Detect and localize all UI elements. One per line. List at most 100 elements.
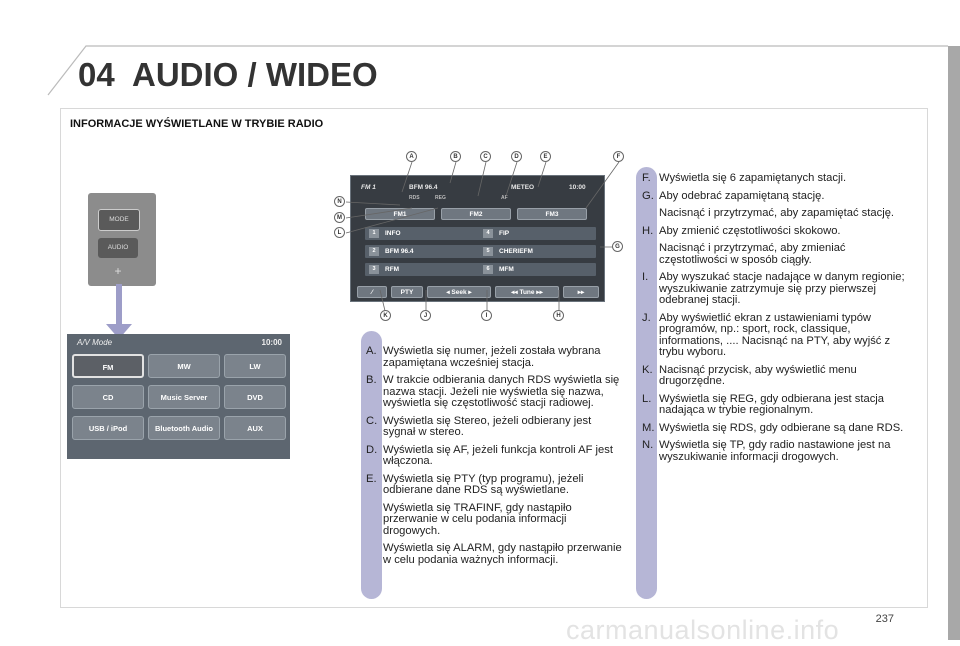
callout-e: E bbox=[540, 151, 551, 162]
station-button-3[interactable]: 3 RFM bbox=[365, 263, 482, 276]
station-button-6[interactable]: 6 MFM bbox=[479, 263, 596, 276]
item-text: Aby wyświetlić ekran z ustawieniami typó… bbox=[659, 311, 891, 358]
item-letter: E. bbox=[366, 472, 377, 485]
av-mode-screen: A/V Mode 10:00 FM MW LW CD Music Server … bbox=[67, 334, 290, 459]
legend-item-e-note-2: Wyświetla się ALARM, gdy nastąpiło przer… bbox=[383, 542, 622, 566]
station-label: MFM bbox=[499, 266, 514, 273]
item-letter: B. bbox=[366, 374, 377, 386]
item-letter: K. bbox=[642, 363, 653, 376]
callout-d: D bbox=[511, 151, 522, 162]
item-letter: L. bbox=[642, 392, 652, 405]
right-list-marker-bar bbox=[636, 167, 657, 599]
menu-title: A/V Mode bbox=[77, 338, 113, 347]
station-number: 3 bbox=[369, 265, 379, 274]
seek-button[interactable]: ◂ Seek ▸ bbox=[427, 286, 491, 298]
seek-label: Seek bbox=[451, 289, 467, 296]
item-text: Wyświetla się REG, gdy odbierana jest st… bbox=[659, 392, 884, 416]
station-label: FIP bbox=[499, 230, 510, 237]
item-letter: C. bbox=[366, 414, 378, 427]
menu-bluetooth-audio-button[interactable]: Bluetooth Audio bbox=[148, 416, 220, 440]
audio-button[interactable]: AUDIO bbox=[98, 238, 138, 258]
item-text: Aby wyszukać stacje nadające w danym reg… bbox=[659, 271, 905, 306]
legend-item-a: A.Wyświetla się numer, jeżeli została wy… bbox=[366, 345, 624, 369]
weather-label: METEO bbox=[511, 184, 535, 191]
submenu-button[interactable]: ⁄ bbox=[357, 286, 387, 298]
legend-item-c: C. Wyświetla się Stereo, jeżeli odbierany… bbox=[366, 414, 624, 439]
item-text: W trakcie odbierania danych RDS wyświetl… bbox=[383, 374, 620, 409]
callout-k: K bbox=[380, 310, 391, 321]
tune-label: Tune bbox=[519, 289, 535, 296]
menu-mw-button[interactable]: MW bbox=[148, 354, 220, 378]
mode-button[interactable]: MODE bbox=[98, 209, 140, 231]
legend-item-e: E. Wyświetla się PTY (typ programu), jeże… bbox=[366, 472, 624, 497]
legend-item-d: D.Wyświetla się AF, jeżeli funkcja kontr… bbox=[366, 444, 624, 468]
tune-up-button[interactable]: ▸▸ bbox=[563, 286, 599, 298]
menu-dvd-button[interactable]: DVD bbox=[224, 385, 286, 409]
menu-fm-button[interactable]: FM bbox=[72, 354, 144, 378]
station-number: 5 bbox=[483, 247, 493, 256]
station-button-5[interactable]: 5 CHERIEFM bbox=[479, 245, 596, 258]
callout-f: F bbox=[613, 151, 624, 162]
left-list-marker-bar bbox=[361, 331, 382, 599]
legend-item-b: B. W trakcie odbierania danych RDS wyświe… bbox=[366, 374, 624, 410]
callout-lines bbox=[345, 161, 620, 316]
radio-clock: 10:00 bbox=[569, 184, 586, 191]
callout-n: N bbox=[334, 196, 345, 207]
item-letter: M. bbox=[642, 421, 655, 434]
tune-button[interactable]: ◂◂ Tune ▸▸ bbox=[495, 286, 559, 298]
legend-item-i: I.Aby wyszukać stacje nadające w danym r… bbox=[642, 271, 906, 307]
menu-usb-ipod-button[interactable]: USB / iPod bbox=[72, 416, 144, 440]
legend-item-g-note: Nacisnąć i przytrzymać, aby zapamiętać s… bbox=[659, 207, 895, 219]
legend-item-h: H. Aby zmienić częstotliwości skokowo. bbox=[642, 224, 906, 238]
plus-button[interactable]: + bbox=[114, 264, 122, 278]
callout-b: B bbox=[450, 151, 461, 162]
pty-button[interactable]: PTY bbox=[391, 286, 423, 298]
legend-item-e-note-1: Wyświetla się TRAFINF, gdy nastąpiło prz… bbox=[383, 501, 572, 537]
arrow-down-icon bbox=[106, 284, 132, 339]
menu-aux-button[interactable]: AUX bbox=[224, 416, 286, 440]
rds-indicator: RDS bbox=[409, 195, 420, 201]
radio-screen: FM 1 BFM 96.4 RDS REG AF METEO 10:00 FM1… bbox=[350, 175, 605, 302]
item-letter: H. bbox=[642, 224, 654, 237]
page-number: 237 bbox=[875, 613, 894, 625]
station-number: 2 bbox=[369, 247, 379, 256]
station-number: 1 bbox=[369, 229, 379, 238]
callout-g: G bbox=[612, 241, 623, 252]
item-text: Wyświetla się TP, gdy radio nastawione j… bbox=[659, 439, 891, 463]
menu-music-server-button[interactable]: Music Server bbox=[148, 385, 220, 409]
menu-lw-button[interactable]: LW bbox=[224, 354, 286, 378]
item-letter: F. bbox=[642, 172, 651, 184]
item-letter: J. bbox=[642, 311, 651, 324]
page-title: AUDIO / WIDEO bbox=[132, 56, 378, 93]
callout-j: J bbox=[420, 310, 431, 321]
callout-a: A bbox=[406, 151, 417, 162]
header-rule bbox=[47, 45, 948, 96]
preset-fm1-button[interactable]: FM1 bbox=[365, 208, 435, 220]
legend-item-f: F.Wyświetla się 6 zapamiętanych stacji. bbox=[642, 172, 906, 185]
preset-fm3-button[interactable]: FM3 bbox=[517, 208, 587, 220]
station-number: 6 bbox=[483, 265, 493, 274]
station-label: CHERIEFM bbox=[499, 248, 533, 255]
af-indicator: AF bbox=[501, 195, 508, 201]
menu-cd-button[interactable]: CD bbox=[72, 385, 144, 409]
item-letter: N. bbox=[642, 439, 654, 451]
legend-item-k: K.Nacisnąć przycisk, aby wyświetlić menu… bbox=[642, 363, 906, 388]
callout-c: C bbox=[480, 151, 491, 162]
item-letter: G. bbox=[642, 189, 654, 202]
section-title: INFORMACJE WYŚWIETLANE W TRYBIE RADIO bbox=[70, 118, 324, 130]
item-text: Wyświetla się Stereo, jeżeli odbierany j… bbox=[383, 414, 592, 438]
legend-item-h-note: Nacisnąć i przytrzymać, aby zmieniać czę… bbox=[659, 242, 846, 266]
preset-fm2-button[interactable]: FM2 bbox=[441, 208, 511, 220]
callout-l: L bbox=[334, 227, 345, 238]
item-text: Wyświetla się PTY (typ programu), jeżeli… bbox=[383, 472, 584, 496]
callout-m: M bbox=[334, 212, 345, 223]
control-panel: MODE AUDIO + bbox=[88, 193, 156, 286]
station-label: RFM bbox=[385, 266, 400, 273]
item-text: Wyświetla się numer, jeżeli została wybr… bbox=[383, 345, 601, 369]
watermark: carmanualsonline.info bbox=[566, 615, 840, 645]
item-text: Aby zmienić częstotliwości skokowo. bbox=[659, 224, 841, 237]
item-text: Wyświetla się RDS, gdy odbierane są dane… bbox=[659, 421, 904, 434]
